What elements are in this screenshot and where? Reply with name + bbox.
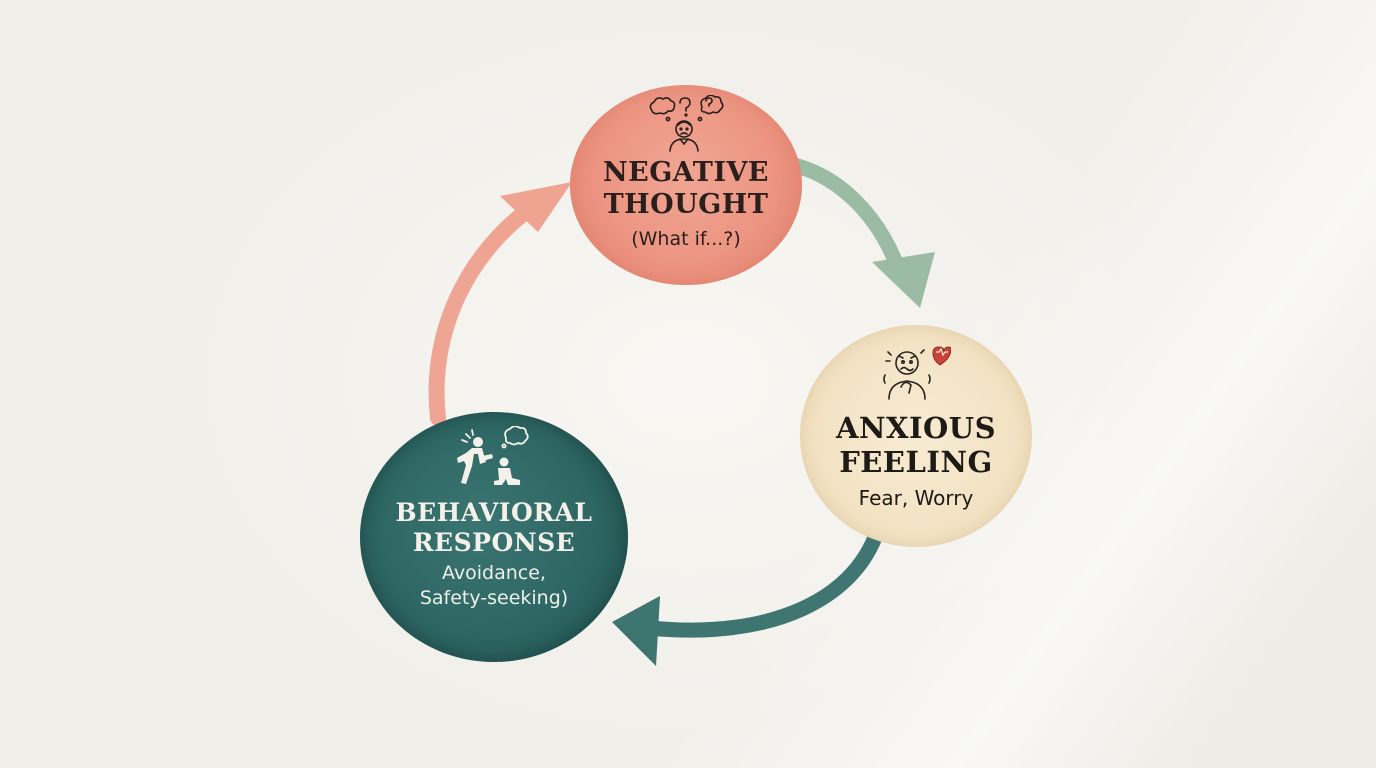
subtitle-line-2: Safety-seeking): [419, 586, 569, 609]
node-negative-thought: NEGATIVE THOUGHT (What if...?): [570, 85, 802, 285]
node-subtitle: (What if...?): [631, 227, 741, 250]
title-line-2: THOUGHT: [603, 188, 769, 220]
node-title: BEHAVIORAL RESPONSE: [395, 498, 592, 557]
confused-person-thought-bubbles-icon: [649, 95, 724, 152]
node-subtitle: Fear, Worry: [858, 486, 974, 511]
node-anxious-feeling: ANXIOUS FEELING Fear, Worry: [800, 325, 1032, 547]
node-title: NEGATIVE THOUGHT: [603, 157, 769, 221]
node-subtitle: Avoidance, Safety-seeking): [420, 561, 568, 610]
arrow-feeling-to-behavior: [612, 514, 888, 666]
title-line-2: FEELING: [839, 445, 993, 480]
subtitle-line-1: Avoidance,: [442, 562, 546, 584]
arrow-behavior-to-thought: [428, 182, 572, 426]
title-line-1: NEGATIVE: [602, 157, 770, 188]
node-title: ANXIOUS FEELING: [836, 411, 996, 479]
anxious-person-heart-icon: [883, 346, 951, 400]
title-line-1: ANXIOUS: [835, 411, 997, 445]
title-line-2: RESPONSE: [412, 527, 576, 557]
title-line-1: BEHAVIORAL: [395, 498, 593, 527]
avoiding-person-icon: [457, 426, 529, 485]
node-behavioral-response: BEHAVIORAL RESPONSE Avoidance, Safety-se…: [360, 412, 628, 662]
